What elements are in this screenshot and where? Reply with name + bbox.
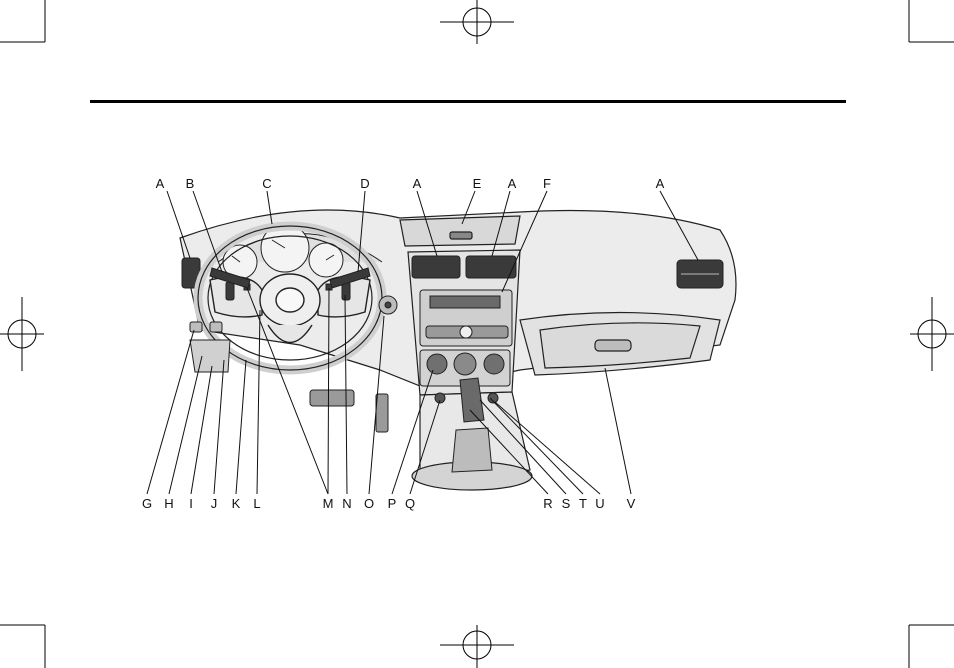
callout-label: B [186, 176, 195, 191]
ignition-switch[interactable] [379, 296, 397, 314]
callout-labels-bottom: G H I J K L M N O P Q R S T U V [142, 496, 636, 511]
callout-labels-top: A B C D A E A F A [156, 176, 665, 191]
callout-label: A [413, 176, 422, 191]
callout-label: G [142, 496, 152, 511]
callout-label: Q [405, 496, 415, 511]
callout-label: A [156, 176, 165, 191]
callout-label: H [164, 496, 173, 511]
lower-left-panel[interactable] [190, 340, 230, 372]
radio[interactable] [420, 290, 512, 346]
callout-label: C [262, 176, 271, 191]
callout-label: U [595, 496, 604, 511]
air-vent[interactable] [412, 256, 460, 278]
accelerator-pedal[interactable] [376, 394, 388, 432]
registration-target-icon [440, 625, 514, 668]
air-vent[interactable] [466, 256, 516, 278]
callout-label: P [388, 496, 397, 511]
callout-label: D [360, 176, 369, 191]
brake-pedal[interactable] [310, 390, 354, 406]
callout-label: R [543, 496, 552, 511]
callout-label: V [627, 496, 636, 511]
callout-label: S [562, 496, 571, 511]
callout-label: N [342, 496, 351, 511]
callout-label: F [543, 176, 551, 191]
callout-label: J [211, 496, 218, 511]
air-vent[interactable] [677, 260, 723, 288]
callout-label: M [323, 496, 334, 511]
callout-label: K [232, 496, 241, 511]
callout-label: A [656, 176, 665, 191]
callout-label: O [364, 496, 374, 511]
registration-target-icon [910, 297, 954, 371]
registration-target-icon [440, 0, 514, 44]
registration-target-icon [0, 297, 44, 371]
callout-label: T [579, 496, 587, 511]
callout-label: L [253, 496, 260, 511]
callout-label: I [189, 496, 193, 511]
callout-label: E [473, 176, 482, 191]
callout-label: A [508, 176, 517, 191]
